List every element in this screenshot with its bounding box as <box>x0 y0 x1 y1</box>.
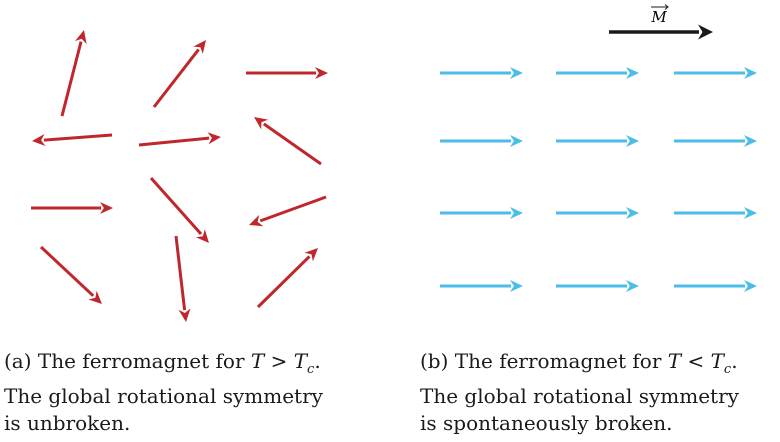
arrow-head <box>626 280 639 292</box>
caption-a-line-2: The global rotational symmetry <box>4 384 323 408</box>
caption-a-line-3: is unbroken. <box>4 411 131 435</box>
arrow-shaft <box>262 122 322 166</box>
arrow-head <box>195 229 209 243</box>
arrow-shaft <box>259 195 327 223</box>
caption-b-line-2: The global rotational symmetry <box>420 384 739 408</box>
arrow-shaft <box>60 41 83 117</box>
caption-a-tag: (a) <box>4 349 32 373</box>
spin-arrow-b-2 <box>556 67 639 79</box>
magnetization-label-vector-bar <box>651 4 669 10</box>
arrow-head <box>304 248 318 262</box>
magnetization-arrow <box>609 24 713 40</box>
arrow-head <box>249 214 264 227</box>
arrow-head <box>254 117 269 130</box>
arrow-shaft <box>256 255 311 309</box>
caption-a-lead: The ferromagnet for <box>37 349 245 373</box>
spin-diagram: M <box>31 4 757 322</box>
arrow-head <box>193 40 206 54</box>
spin-arrow-b-12 <box>674 280 757 292</box>
caption-b-line-1: (b) The ferromagnet for T < Tc. <box>420 348 739 383</box>
caption-panel-a: (a) The ferromagnet for T > Tc. The glob… <box>4 348 323 437</box>
spin-arrow-a-2 <box>152 40 206 108</box>
spin-arrow-b-4 <box>440 135 523 147</box>
arrow-head <box>510 207 523 219</box>
spin-arrow-a-3 <box>246 67 328 79</box>
spin-arrow-b-9 <box>674 207 757 219</box>
spin-arrow-b-5 <box>556 135 639 147</box>
spin-arrow-b-10 <box>440 280 523 292</box>
spin-arrow-b-11 <box>556 280 639 292</box>
arrow-head <box>744 67 757 79</box>
spin-arrow-a-7 <box>31 202 113 214</box>
spin-arrow-a-12 <box>256 248 318 309</box>
arrow-shaft <box>149 177 203 236</box>
arrow-head <box>744 280 757 292</box>
spin-arrow-a-10 <box>39 245 102 304</box>
arrow-head <box>510 67 523 79</box>
spin-arrow-b-3 <box>674 67 757 79</box>
arrow-head <box>75 30 87 45</box>
spin-arrow-a-1 <box>60 30 87 117</box>
caption-b-subscript: c <box>723 362 732 377</box>
arrow-head <box>510 135 523 147</box>
spin-arrow-b-1 <box>440 67 523 79</box>
arrow-head <box>315 67 328 79</box>
caption-a-subscript: c <box>307 362 315 377</box>
arrow-shaft <box>138 136 210 147</box>
spin-arrow-b-8 <box>556 207 639 219</box>
caption-a-end: . <box>314 349 321 373</box>
arrow-shaft <box>43 133 113 142</box>
spin-arrow-a-6 <box>254 117 322 166</box>
arrow-head <box>744 207 757 219</box>
arrow-shaft <box>152 48 200 108</box>
arrow-head <box>178 308 191 322</box>
spin-arrow-a-5 <box>138 132 221 147</box>
spin-arrow-b-7 <box>440 207 523 219</box>
arrow-head <box>510 280 523 292</box>
caption-a-math: T > T <box>250 349 308 373</box>
spin-arrow-a-9 <box>249 195 327 227</box>
arrow-shaft <box>174 235 187 311</box>
caption-a-line-1: (a) The ferromagnet for T > Tc. <box>4 348 323 383</box>
arrow-shaft <box>39 245 95 297</box>
arrow-head <box>626 135 639 147</box>
caption-b-line-3: is spontaneously broken. <box>420 411 673 435</box>
caption-b-lead: The ferromagnet for <box>454 349 662 373</box>
spin-arrow-b-6 <box>674 135 757 147</box>
spin-arrow-a-4 <box>32 133 113 146</box>
magnetization-vector: M <box>609 4 713 40</box>
spin-arrow-a-8 <box>149 177 209 243</box>
magnetization-label: M <box>650 8 667 26</box>
arrow-head <box>100 202 113 214</box>
caption-panel-b: (b) The ferromagnet for T < Tc. The glob… <box>420 348 739 437</box>
arrow-head <box>744 135 757 147</box>
arrow-head <box>32 134 46 146</box>
panel-a-random-spins <box>31 30 328 322</box>
arrow-head <box>698 24 713 40</box>
spin-arrow-a-11 <box>174 235 191 322</box>
arrow-head <box>207 132 221 145</box>
arrow-head <box>626 207 639 219</box>
arrow-head <box>88 290 102 304</box>
panel-b-aligned-spins <box>440 67 757 292</box>
caption-b-tag: (b) <box>420 349 449 373</box>
caption-b-end: . <box>731 349 738 373</box>
arrow-head <box>626 67 639 79</box>
caption-b-math: T < T <box>667 349 724 373</box>
